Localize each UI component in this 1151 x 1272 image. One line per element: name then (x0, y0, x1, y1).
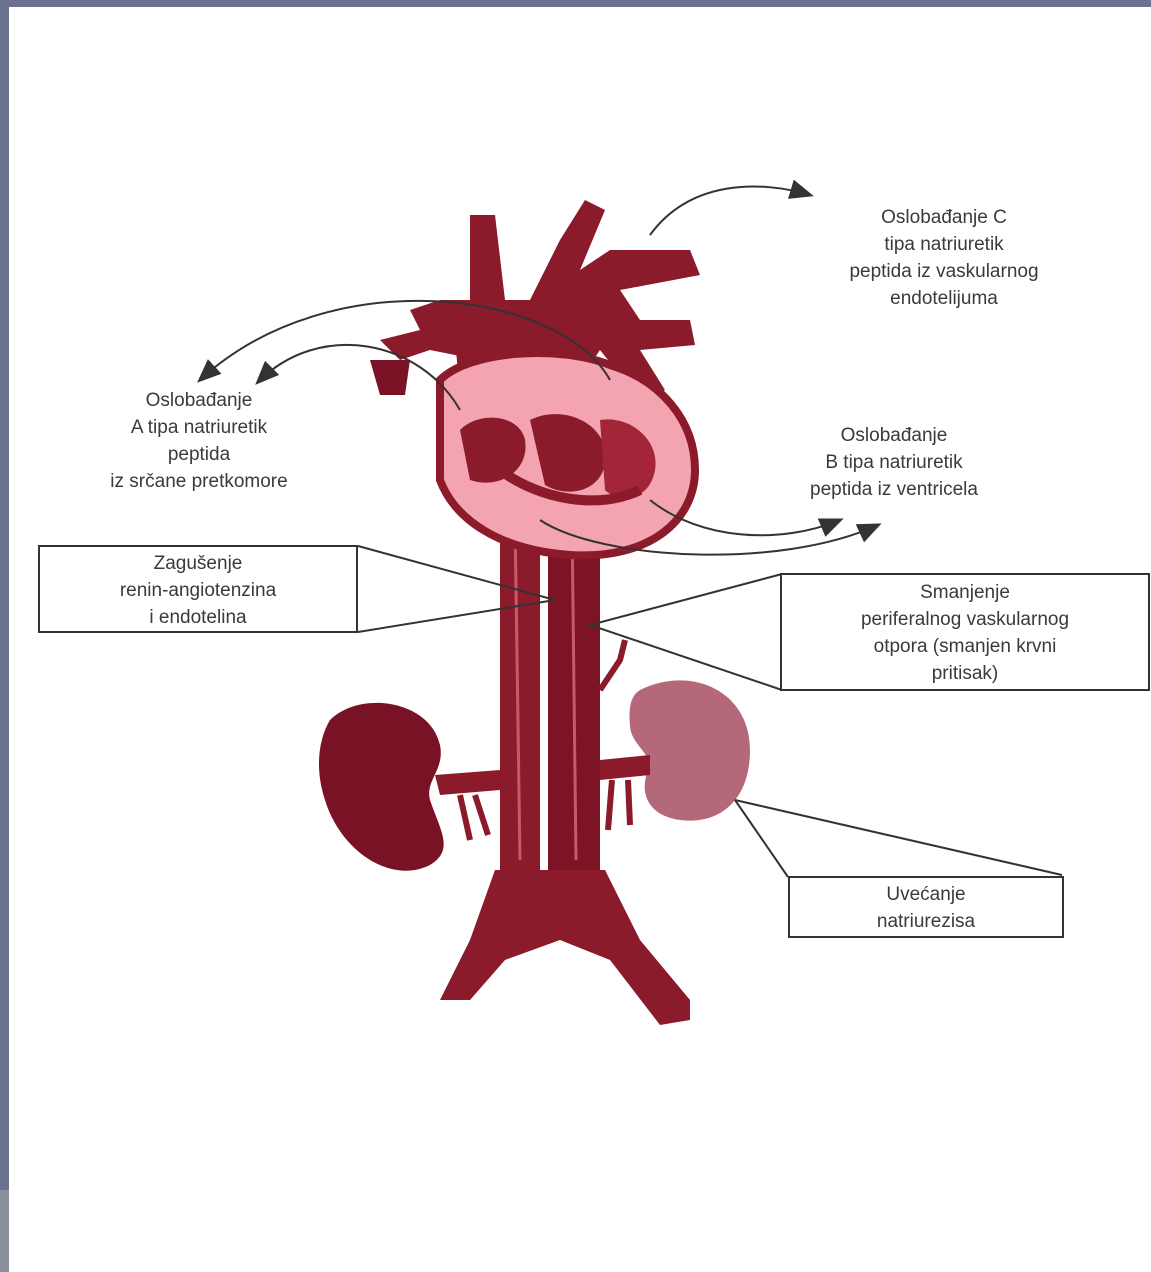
label-b-type: Oslobađanje B tipa natriuretik peptida i… (759, 422, 1029, 503)
slide-edge-strip (0, 1190, 9, 1272)
box-resistance: Smanjenje periferalnog vaskularnog otpor… (780, 573, 1150, 691)
slide-canvas: Oslobađanje C tipa natriuretik peptida i… (9, 7, 1151, 1272)
box-renin: Zagušenje renin-angiotenzina i endotelin… (38, 545, 358, 633)
arrow-c-type (650, 186, 810, 235)
label-c-type: Oslobađanje C tipa natriuretik peptida i… (789, 204, 1099, 312)
box-natriuresis: Uvećanje natriurezisa (788, 876, 1064, 938)
right-kidney (600, 640, 750, 830)
label-a-type: Oslobađanje A tipa natriuretik peptida i… (49, 387, 349, 495)
left-kidney (319, 703, 500, 871)
